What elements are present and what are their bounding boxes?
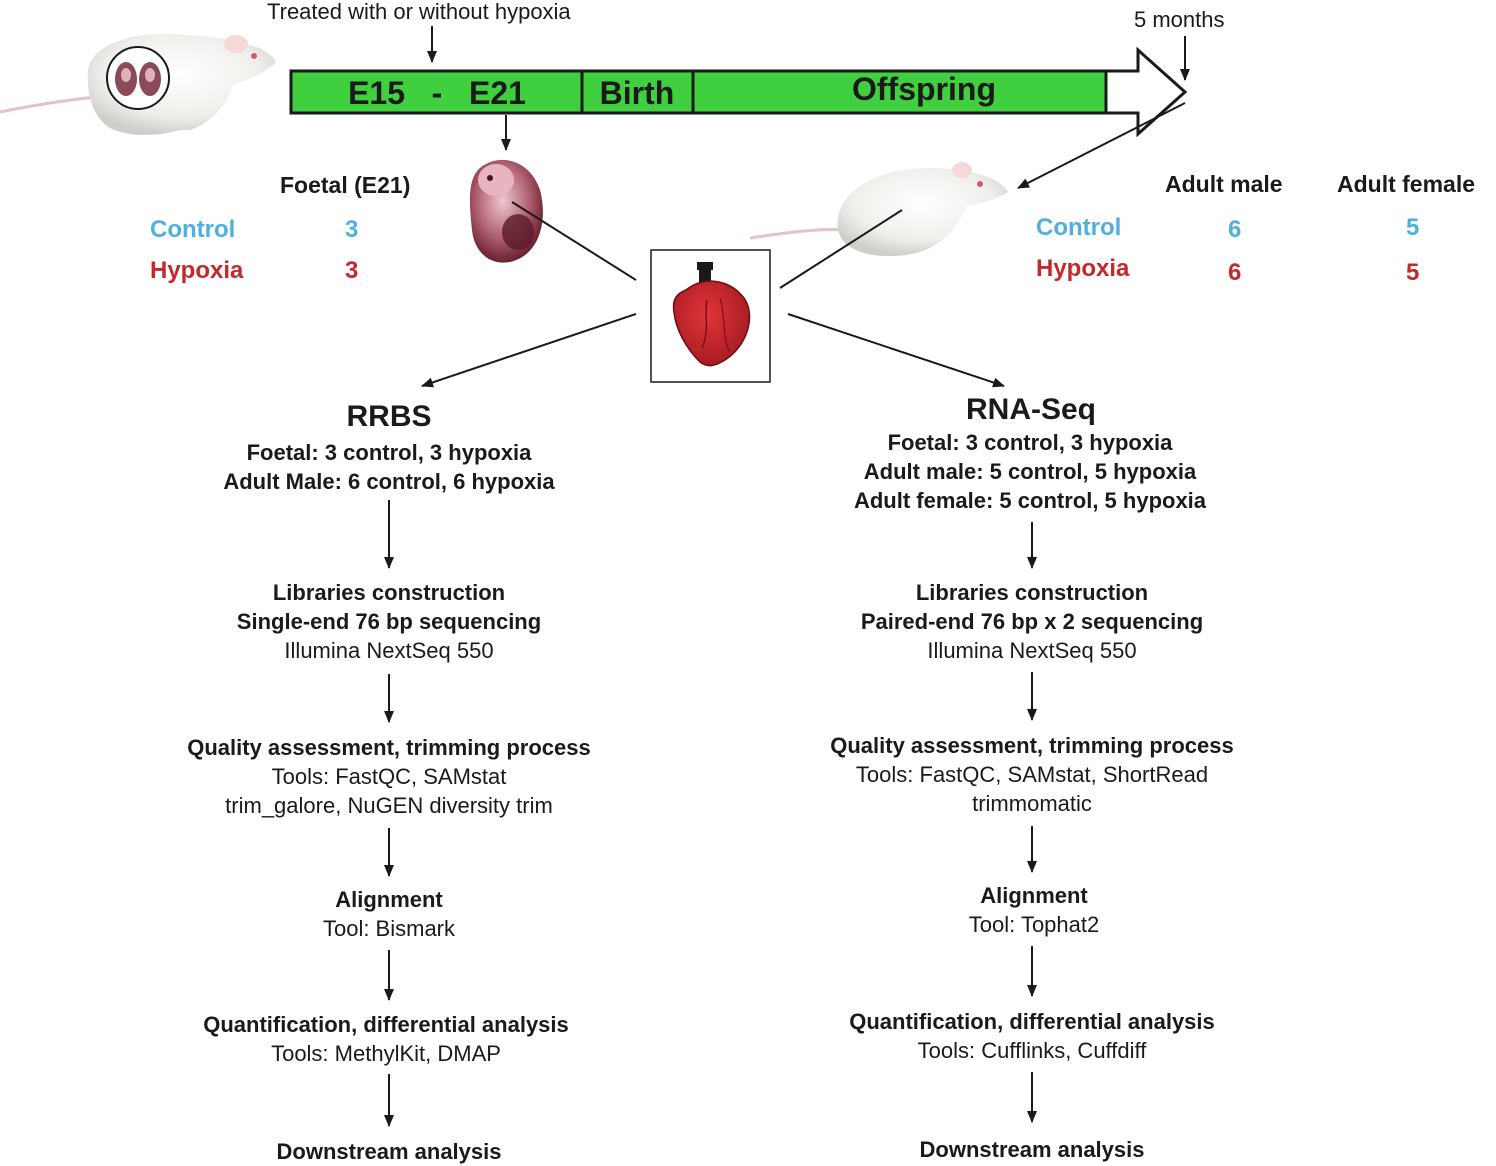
rnaseq-step-downstream-title: Downstream analysis: [919, 1137, 1145, 1162]
foetal-control-n: 3: [345, 216, 359, 243]
rrbs-step-downstream: Downstream analysis: [277, 1137, 502, 1166]
timeline-bar: [289, 46, 1188, 138]
foetal-title: Foetal (E21): [280, 172, 411, 198]
rnaseq-step-libraries-platform: Illumina NextSeq 550: [927, 638, 1137, 663]
rnaseq-step-libraries-title: Libraries construction: [915, 580, 1149, 605]
rnaseq-step-alignment-tool: Tool: Tophat2: [968, 912, 1100, 937]
rrbs-step-quality: Quality assessment, trimming process Too…: [187, 733, 591, 820]
rrbs-step-quantification-title: Quantification, differential analysis: [203, 1012, 569, 1037]
timeline-segment-e15-e21: E15 - E21: [348, 75, 526, 111]
pregnant-rat-icon: [0, 33, 276, 135]
rnaseq-step-quantification: Quantification, differential analysis To…: [849, 1007, 1215, 1065]
rrbs-step-quality-tools: Tools: FastQC, SAMstat: [271, 764, 507, 789]
rnaseq-step-libraries: Libraries construction Paired-end 76 bp …: [861, 578, 1203, 665]
rnaseq-step-quality-title: Quality assessment, trimming process: [830, 733, 1234, 758]
rrbs-step-libraries-platform: Illumina NextSeq 550: [284, 638, 494, 663]
rnaseq-step-quantification-title: Quantification, differential analysis: [849, 1009, 1215, 1034]
rrbs-samples: Foetal: 3 control, 3 hypoxia Adult Male:…: [223, 438, 554, 496]
rrbs-step-alignment: Alignment Tool: Bismark: [323, 885, 455, 943]
rrbs-sample-adult-male: Adult Male: 6 control, 6 hypoxia: [223, 469, 555, 494]
rnaseq-step-alignment-title: Alignment: [980, 883, 1088, 908]
adult-male-control-n: 6: [1228, 216, 1242, 243]
embryo-icon: [469, 159, 543, 263]
foetal-hypoxia-n: 3: [345, 257, 359, 284]
adult-female-title: Adult female: [1337, 171, 1476, 197]
adult-male-hypoxia-n: 6: [1228, 259, 1242, 286]
treatment-label: Treated with or without hypoxia: [267, 0, 571, 24]
adult-rat-icon: [749, 162, 1008, 257]
adult-control-label: Control: [1036, 214, 1122, 241]
adult-female-hypoxia-n: 5: [1406, 259, 1420, 286]
rrbs-step-libraries-title: Libraries construction: [272, 580, 506, 605]
rrbs-step-quality-trim-tools: trim_galore, NuGEN diversity trim: [225, 793, 553, 818]
rrbs-step-quantification: Quantification, differential analysis To…: [203, 1010, 569, 1068]
rnaseq-step-alignment: Alignment Tool: Tophat2: [969, 881, 1099, 939]
adult-male-title: Adult male: [1165, 171, 1283, 197]
adult-female-control-n: 5: [1406, 214, 1420, 241]
timeline-segment-birth: Birth: [599, 75, 675, 111]
rnaseq-samples: Foetal: 3 control, 3 hypoxia Adult male:…: [854, 428, 1206, 515]
five-months-label: 5 months: [1134, 7, 1225, 32]
foetal-control-label: Control: [150, 216, 236, 243]
heart-icon: [650, 249, 771, 383]
rnaseq-sample-foetal: Foetal: 3 control, 3 hypoxia: [887, 430, 1173, 455]
foetal-hypoxia-label: Hypoxia: [150, 257, 244, 284]
rnaseq-step-libraries-sequencing: Paired-end 76 bp x 2 sequencing: [860, 609, 1204, 634]
rrbs-step-downstream-title: Downstream analysis: [276, 1139, 502, 1164]
rrbs-title: RRBS: [346, 400, 432, 433]
rnaseq-step-downstream: Downstream analysis: [920, 1135, 1145, 1164]
rnaseq-step-quality: Quality assessment, trimming process Too…: [830, 731, 1234, 818]
rnaseq-step-quantification-tools: Tools: Cufflinks, Cuffdiff: [917, 1038, 1147, 1063]
rrbs-step-libraries: Libraries construction Single-end 76 bp …: [237, 578, 541, 665]
rnaseq-title: RNA-Seq: [965, 393, 1097, 426]
rrbs-step-libraries-sequencing: Single-end 76 bp sequencing: [236, 609, 542, 634]
adult-hypoxia-label: Hypoxia: [1036, 255, 1130, 282]
rnaseq-step-quality-trim-tool: trimmomatic: [972, 791, 1092, 816]
rrbs-sample-foetal: Foetal: 3 control, 3 hypoxia: [246, 440, 532, 465]
rrbs-step-alignment-title: Alignment: [335, 887, 443, 912]
rrbs-step-quantification-tools: Tools: MethylKit, DMAP: [271, 1041, 501, 1066]
rnaseq-sample-adult-female: Adult female: 5 control, 5 hypoxia: [853, 488, 1207, 513]
rnaseq-sample-adult-male: Adult male: 5 control, 5 hypoxia: [863, 459, 1197, 484]
rnaseq-step-quality-tools: Tools: FastQC, SAMstat, ShortRead: [855, 762, 1209, 787]
timeline-segment-offspring: Offspring: [852, 71, 996, 107]
rrbs-step-alignment-tool: Tool: Bismark: [322, 916, 456, 941]
rrbs-step-quality-title: Quality assessment, trimming process: [187, 735, 591, 760]
